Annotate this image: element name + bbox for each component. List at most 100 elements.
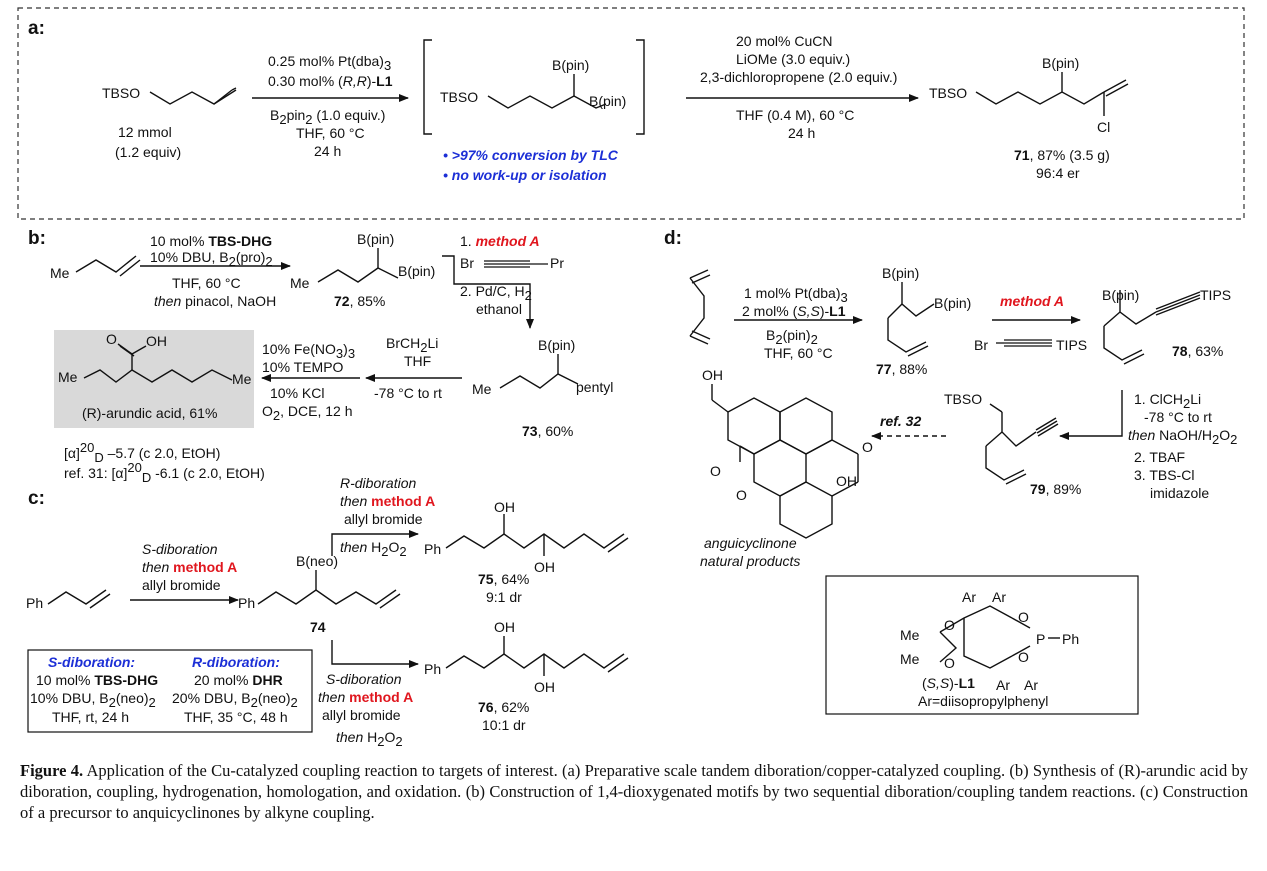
c-74-num: 74 xyxy=(310,619,326,635)
a-start-amount: 12 mmol xyxy=(118,124,172,140)
c-s-dib-2: then method A xyxy=(142,559,237,575)
b-homolog-3: -78 °C to rt xyxy=(374,385,442,401)
b-arundic-acid-box xyxy=(54,330,254,428)
a-cond2-l2: LiOMe (3.0 equiv.) xyxy=(736,51,850,67)
d-l1-ar1: Ar xyxy=(962,589,976,605)
b-cond1-l2: 10% DBU, B2(pro)2 xyxy=(150,249,273,269)
b-homolog-2: THF xyxy=(404,353,431,369)
a-cond2-l5: 24 h xyxy=(788,125,815,141)
b-step2: 2. Pd/C, H2 xyxy=(460,283,532,303)
d-ligand-box xyxy=(825,575,1139,715)
b-acid-me-right: Me xyxy=(232,371,252,387)
a-cond2-l1: 20 mol% CuCN xyxy=(736,33,832,49)
d-l1-o1: O xyxy=(944,617,955,633)
b-72-bpin-top: B(pin) xyxy=(357,231,394,247)
c-s-dib-1: S-diboration xyxy=(142,541,218,557)
c-s2-dib-3: allyl bromide xyxy=(322,707,401,723)
d-diene-skeleton xyxy=(689,269,711,345)
c-s2-dib-1: S-diboration xyxy=(326,671,402,687)
c-box-s-3: THF, rt, 24 h xyxy=(52,709,129,725)
b-72-bpin-right: B(pin) xyxy=(398,263,435,279)
b-homolog-1: BrCH2Li xyxy=(386,335,438,355)
c-arrow-upper xyxy=(331,530,419,556)
c-75-oh1: OH xyxy=(494,499,515,515)
d-79-label: 79, 89% xyxy=(1030,481,1081,497)
b-cond1-l4: then pinacol, NaOH xyxy=(154,293,276,309)
c-76-oh1: OH xyxy=(494,619,515,635)
d-steps-1: 1. ClCH2Li xyxy=(1134,391,1201,411)
c-box-s-2: 10% DBU, B2(neo)2 xyxy=(30,690,156,710)
panel-a-frame xyxy=(17,7,1245,220)
d-steps-5: 3. TBS-Cl xyxy=(1134,467,1194,483)
figure-caption: Figure 4. Application of the Cu-catalyze… xyxy=(20,760,1248,823)
b-cond1-l1: 10 mol% TBS-DHG xyxy=(150,233,272,249)
b-acid-oh: OH xyxy=(146,333,167,349)
c-74-skeleton xyxy=(257,570,401,609)
c-box-s-head: S-diboration: xyxy=(48,654,135,670)
d-78-label: 78, 63% xyxy=(1172,343,1223,359)
d-steps-6: imidazole xyxy=(1150,485,1209,501)
c-75-skeleton xyxy=(445,514,629,556)
d-l1-p: P xyxy=(1036,631,1045,647)
b-acid-name: (R)-arundic acid, 61% xyxy=(82,405,217,421)
b-73-me: Me xyxy=(472,381,492,397)
b-start-me: Me xyxy=(50,265,70,281)
d-ang-o1: O xyxy=(710,463,721,479)
a-cond1-l4: THF, 60 °C xyxy=(296,125,365,141)
d-l1-ph: Ph xyxy=(1062,631,1079,647)
a-intermediate-skeleton xyxy=(487,74,607,109)
c-75-dr: 9:1 dr xyxy=(486,589,522,605)
b-alkyne-bond xyxy=(484,260,548,268)
b-step1: 1. method A xyxy=(460,233,540,249)
d-77-bpin-top: B(pin) xyxy=(882,265,919,281)
c-r-dib-3: allyl bromide xyxy=(344,511,423,527)
panel-d-label: d: xyxy=(664,228,682,249)
a-bullet-2: • no work-up or isolation xyxy=(443,167,607,183)
panel-c-label: c: xyxy=(28,488,45,509)
a-71-er: 96:4 er xyxy=(1036,165,1080,181)
c-76-label: 76, 62% xyxy=(478,699,529,715)
d-ang-o2: O xyxy=(862,439,873,455)
c-box-s-1: 10 mol% TBS-DHG xyxy=(36,672,158,688)
c-r-dib-1: R-diboration xyxy=(340,475,416,491)
b-rotation-1: [α]20D –5.7 (c 2.0, EtOH) xyxy=(64,440,220,465)
d-cond1-l4: THF, 60 °C xyxy=(764,345,833,361)
b-arrow-2 xyxy=(442,255,534,329)
b-72-me: Me xyxy=(290,275,310,291)
c-s2-dib-2: then method A xyxy=(318,689,413,705)
d-ang-o3: O xyxy=(736,487,747,503)
c-start-skeleton xyxy=(47,589,111,609)
b-73-skeleton xyxy=(499,354,579,389)
a-cond1-l3: B2pin2 (1.0 equiv.) xyxy=(270,107,385,127)
a-cond1-l2: 0.30 mol% (R,R)-L1 xyxy=(268,73,393,89)
d-77-label: 77, 88% xyxy=(876,361,927,377)
b-ox-2: 10% TEMPO xyxy=(262,359,344,375)
b-cond1-l3: THF, 60 °C xyxy=(172,275,241,291)
d-ang-oh: OH xyxy=(702,367,723,383)
a-cond2-l4: THF (0.4 M), 60 °C xyxy=(736,107,854,123)
caption-text: Application of the Cu-catalyzed coupling… xyxy=(20,761,1248,822)
b-73-pentyl: pentyl xyxy=(576,379,613,395)
d-cond1-l3: B2(pin)2 xyxy=(766,327,818,347)
a-int-bpin-top: B(pin) xyxy=(552,57,589,73)
d-ang-oh2: OH xyxy=(836,473,857,489)
a-cond2-l3: 2,3-dichloropropene (2.0 equiv.) xyxy=(700,69,897,85)
c-r-dib-4: then H2O2 xyxy=(340,539,407,559)
d-ref: ref. 32 xyxy=(880,413,921,429)
b-acid-o: O xyxy=(106,331,117,347)
c-76-dr: 10:1 dr xyxy=(482,717,526,733)
d-anguicyclinone-skeleton xyxy=(711,384,859,539)
a-cond1-l1: 0.25 mol% Pt(dba)3 xyxy=(268,53,391,73)
d-arrow-3 xyxy=(1059,390,1123,440)
panel-a-start-material xyxy=(149,87,237,105)
c-s-dib-3: allyl bromide xyxy=(142,577,221,593)
b-ox-3: 10% KCl xyxy=(270,385,324,401)
d-l1-me2: Me xyxy=(900,651,920,667)
d-79-tbso: TBSO xyxy=(944,391,982,407)
c-conditions-box xyxy=(27,649,313,733)
d-alkyne-tips: TIPS xyxy=(1056,337,1087,353)
a-int-bpin-right: B(pin) xyxy=(589,93,626,109)
d-78-bpin: B(pin) xyxy=(1102,287,1139,303)
d-alkyne-bond xyxy=(996,339,1052,347)
b-73-label: 73, 60% xyxy=(522,423,573,439)
